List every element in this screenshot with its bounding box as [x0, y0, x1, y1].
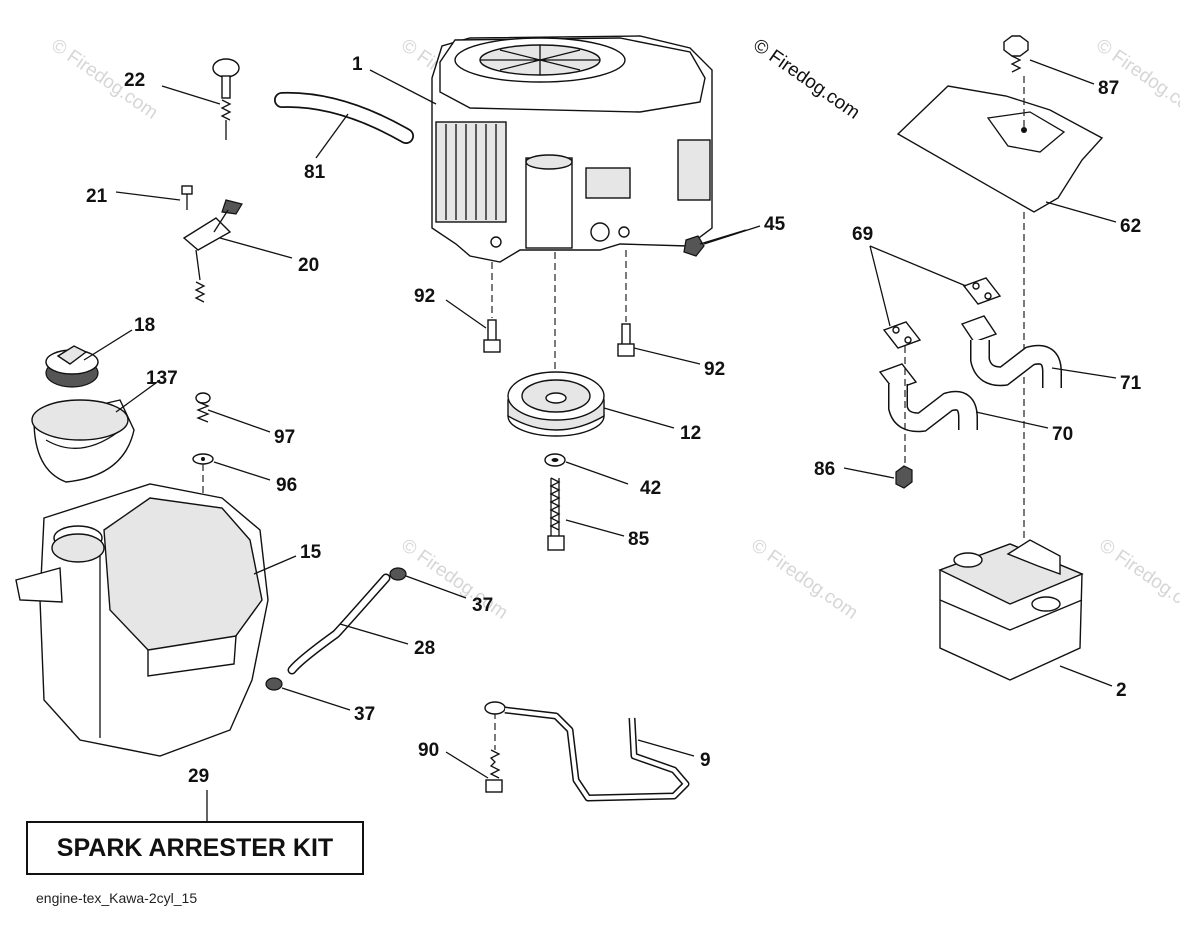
leader-lines [83, 59, 1117, 779]
bolt-97 [195, 392, 211, 423]
bolt-92-right [617, 323, 635, 357]
watermark-text: © Firedog.com [1095, 535, 1180, 624]
spark-arrester-kit-label: SPARK ARRESTER KIT [26, 821, 364, 875]
engine [431, 35, 713, 263]
callout-29: 29 [188, 766, 209, 787]
callout-62: 62 [1120, 216, 1141, 237]
callout-2: 2 [1116, 680, 1127, 701]
callout-18: 18 [134, 315, 155, 336]
diagram-caption: engine-tex_Kawa-2cyl_15 [36, 890, 198, 906]
throttle-control-20 [182, 199, 243, 303]
pulley-12 [507, 371, 605, 437]
callout-137: 137 [146, 368, 178, 389]
callout-42: 42 [640, 478, 661, 499]
watermark-text: © Firedog.com [747, 535, 861, 624]
fuel-cap-18 [45, 345, 99, 388]
nut-86 [895, 465, 913, 489]
muffler-2 [938, 539, 1084, 681]
callout-1: 1 [352, 54, 363, 75]
callout-45: 45 [764, 214, 786, 235]
callout-85: 85 [628, 529, 650, 550]
callout-15: 15 [300, 542, 322, 563]
hose-clamp-37-bottom [265, 677, 283, 691]
callout-12: 12 [680, 423, 701, 444]
rod-9 [484, 701, 690, 802]
callout-92-right: 92 [704, 359, 725, 380]
callout-37-bottom: 37 [354, 704, 375, 725]
bolt-90 [485, 749, 503, 793]
callout-37-top: 37 [472, 595, 493, 616]
callout-90: 90 [418, 740, 439, 761]
bolt-92-left [483, 319, 501, 353]
knob-87 [1003, 35, 1029, 73]
exhaust-pipe-70 [878, 363, 978, 433]
callout-97: 97 [274, 427, 295, 448]
callout-28: 28 [414, 638, 435, 659]
callout-21: 21 [86, 186, 108, 207]
callout-81: 81 [304, 162, 326, 183]
heat-shield-62 [896, 85, 1104, 213]
gasket-69-upper [962, 277, 1002, 305]
callout-22: 22 [124, 70, 145, 91]
callout-69: 69 [852, 224, 873, 245]
choke-knob-22 [212, 58, 240, 140]
callout-71: 71 [1120, 373, 1142, 394]
callout-86: 86 [814, 459, 835, 480]
hose-clamp-37-top [389, 567, 407, 581]
watermark-main: © Firedog.com [749, 35, 863, 124]
bolt-85 [547, 477, 565, 551]
callout-20: 20 [298, 255, 319, 276]
callout-9: 9 [700, 750, 711, 771]
callout-70: 70 [1052, 424, 1073, 445]
screw-21 [181, 185, 193, 210]
fuel-tank-15 [15, 483, 269, 757]
gasket-69-lower [882, 321, 922, 349]
callout-96: 96 [276, 475, 297, 496]
exhaust-pipe-71 [960, 315, 1062, 388]
callout-labels: 1 81 22 21 20 18 137 97 96 15 29 45 92 9… [86, 54, 1142, 787]
filler-cup-137 [31, 399, 135, 483]
callout-87: 87 [1098, 78, 1119, 99]
callout-92-left: 92 [414, 286, 435, 307]
